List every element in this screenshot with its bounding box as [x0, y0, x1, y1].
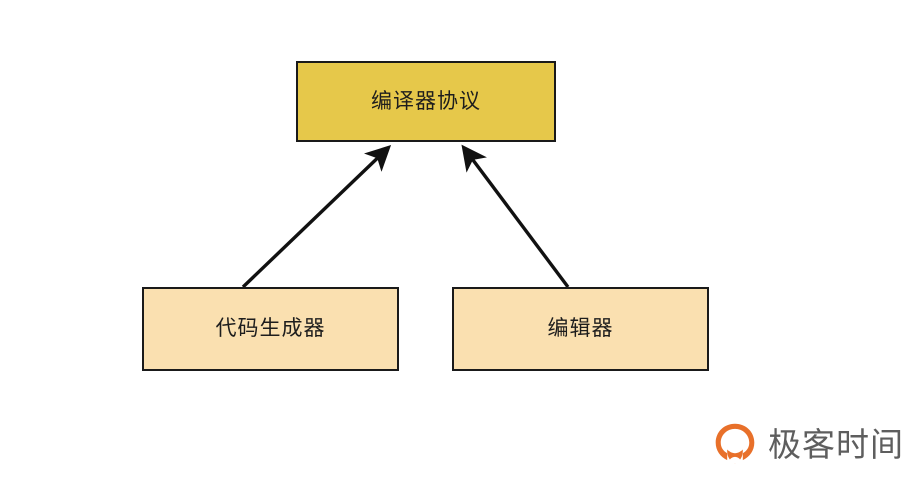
- edge-editor-to-protocol: [461, 144, 570, 289]
- node-protocol-label: 编译器协议: [371, 89, 481, 113]
- node-editor[interactable]: 编辑器: [452, 287, 709, 371]
- watermark-text: 极客时间: [768, 425, 904, 463]
- geektime-logo-icon: [715, 423, 755, 464]
- watermark: 极客时间: [712, 421, 904, 467]
- node-code-generator[interactable]: 代码生成器: [142, 287, 399, 371]
- node-codegen-label: 代码生成器: [215, 317, 326, 341]
- edge-codegen-to-protocol: [241, 145, 392, 289]
- node-editor-label: 编辑器: [547, 317, 614, 341]
- node-compiler-protocol[interactable]: 编译器协议: [296, 61, 556, 142]
